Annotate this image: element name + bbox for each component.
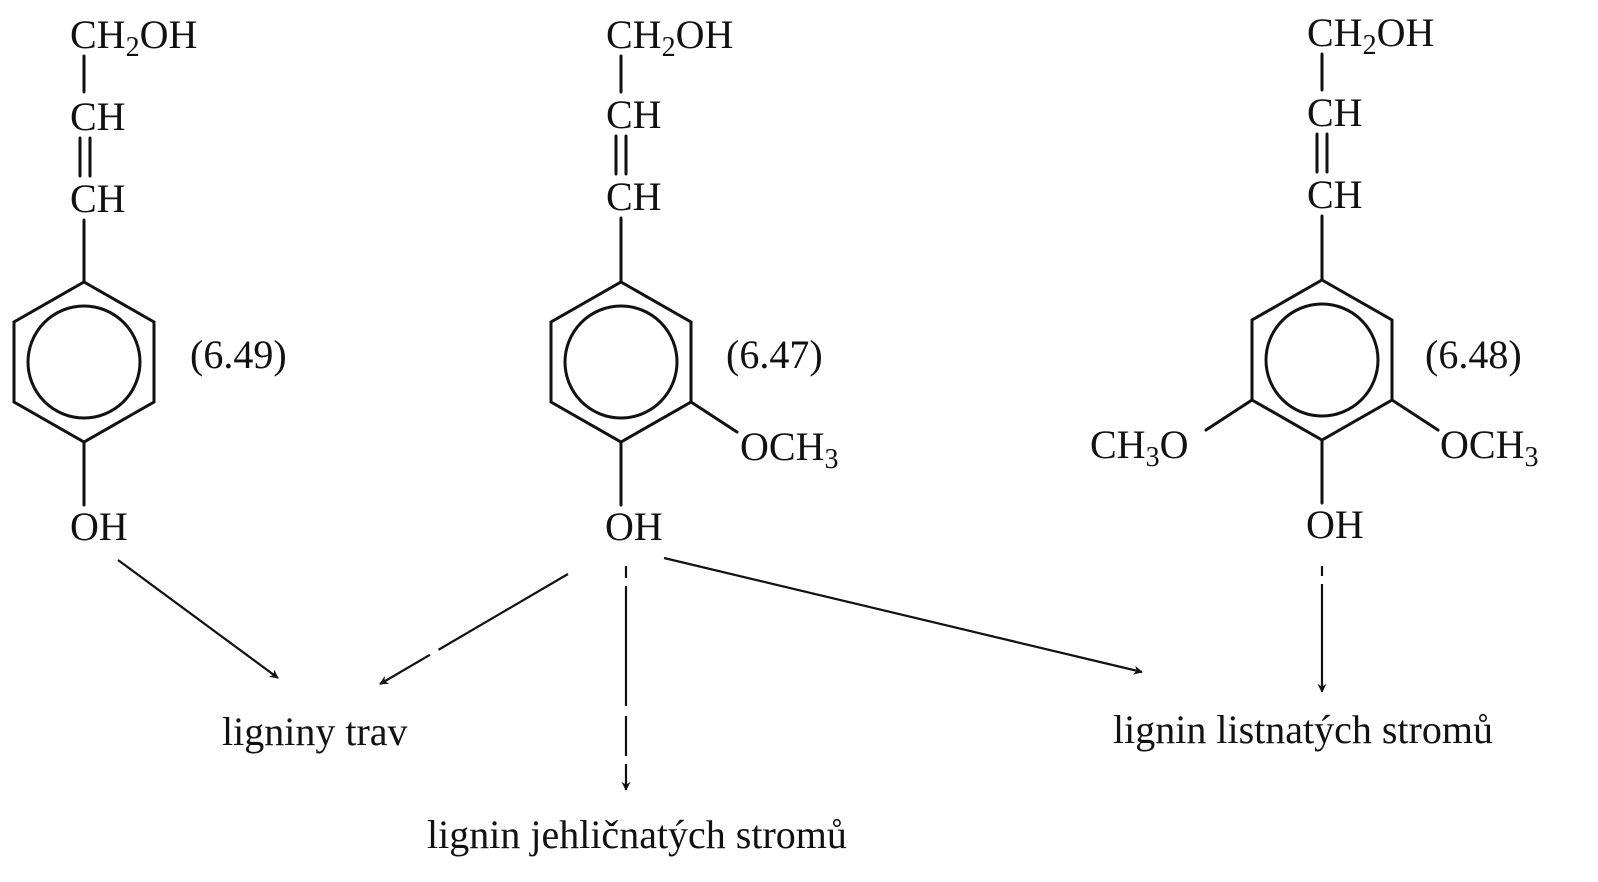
aromatic-circle <box>26 304 142 420</box>
aromatic-circle <box>1264 302 1380 418</box>
chain-ch2oh: CH2OH <box>70 12 197 63</box>
label-hardwood-lignin: lignin listnatých stromů <box>1113 707 1493 752</box>
compound-sinapyl-alcohol: CH2OH CH CH OCH3 CH3O OH (6.48) <box>1090 10 1538 547</box>
para-oh: OH <box>605 504 663 549</box>
arrows <box>117 556 1327 791</box>
arrow-coniferyl-to-grasses <box>379 573 569 685</box>
chain-ch-lower: CH <box>606 174 662 219</box>
label-grass-lignins: ligniny trav <box>222 709 408 754</box>
chain-ch-lower: CH <box>1307 172 1363 217</box>
compound-coumaryl-alcohol: CH2OH CH CH OH (6.49) <box>12 12 287 549</box>
chain-ch2oh: CH2OH <box>606 12 733 63</box>
compound-number: (6.48) <box>1425 332 1522 377</box>
compound-number: (6.47) <box>726 332 823 377</box>
right-methoxy: OCH3 <box>740 424 838 475</box>
para-oh: OH <box>70 504 128 549</box>
para-oh: OH <box>1306 502 1364 547</box>
arrow-coumaryl-to-grasses <box>117 559 279 679</box>
arrow-coniferyl-to-hardwood <box>663 556 1143 675</box>
compound-number: (6.49) <box>190 332 287 377</box>
compound-coniferyl-alcohol: CH2OH CH CH OCH3 OH (6.47) <box>549 12 838 549</box>
methoxy-bond-right <box>1390 398 1440 432</box>
aromatic-circle <box>563 304 679 420</box>
left-methoxy: CH3O <box>1090 422 1188 473</box>
chain-ch-upper: CH <box>606 92 662 137</box>
chain-ch-lower: CH <box>70 176 126 221</box>
chain-ch-upper: CH <box>70 94 126 139</box>
label-softwood-lignin: lignin jehličnatých stromů <box>427 812 847 857</box>
chain-ch2oh: CH2OH <box>1307 10 1434 61</box>
chain-ch-upper: CH <box>1307 90 1363 135</box>
methoxy-bond-left <box>1204 398 1254 432</box>
right-methoxy: OCH3 <box>1440 422 1538 473</box>
methoxy-bond <box>689 400 739 434</box>
